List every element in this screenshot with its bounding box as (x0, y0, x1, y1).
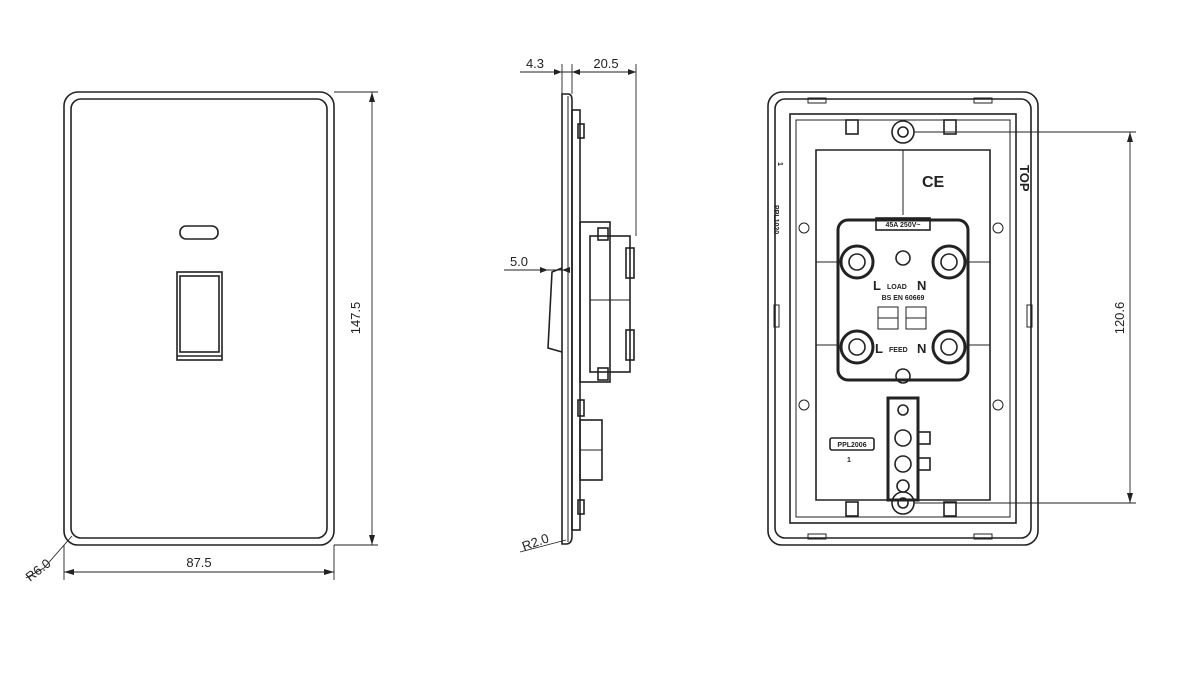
slot-bottom-right (973, 533, 993, 540)
slot-top-left (807, 97, 827, 104)
earth-terminal-strip (886, 396, 920, 502)
earth-clip-2 (917, 457, 931, 471)
earth-screw-2 (894, 429, 912, 447)
earth-screw-3 (894, 455, 912, 473)
terminal-lower (625, 329, 635, 361)
back-view: 45A 250V~ L LOAD N BS EN 60669 L FEED N … (767, 91, 1136, 546)
front-plate-inner (70, 98, 328, 539)
clip-bottom-right (943, 501, 957, 517)
center-screw-upper (895, 250, 911, 266)
plate-thickness-label: 4.3 (526, 56, 544, 71)
terminal-load-l (839, 244, 875, 280)
load-text: LOAD (887, 284, 907, 291)
front-plate-outer (63, 91, 335, 546)
terminal-load-l-screw (848, 253, 866, 271)
corner-radius-label: R6.0 (23, 556, 54, 585)
earth-screw-1 (897, 404, 909, 416)
mounting-screw-top-center (897, 126, 909, 138)
radius-leader (43, 535, 73, 569)
earth-clip-1 (917, 431, 931, 445)
slot-right (1026, 304, 1033, 328)
height-dim-label: 147.5 (348, 302, 363, 335)
width-dim-label: 87.5 (186, 555, 211, 570)
side-plate (561, 93, 573, 545)
mounting-frame-inner (795, 119, 1011, 518)
edge-radius-label: R2.0 (520, 530, 551, 553)
slot-top-right (973, 97, 993, 104)
slot-left (773, 304, 780, 328)
clip-top-left (845, 119, 859, 135)
rocker-profile (547, 267, 563, 353)
rocker-switch-outer (176, 271, 223, 361)
front-view: 147.5 87.5 R6.0 (23, 91, 378, 585)
terminal-load-n-screw (940, 253, 958, 271)
top-marker: TOP (1017, 165, 1032, 192)
rating-box (875, 217, 931, 231)
feed-l-label: L (875, 341, 883, 356)
mounting-screw-top (891, 120, 915, 144)
frame-hole-ur (992, 222, 1004, 234)
lower-clip (577, 399, 585, 417)
terminal-feed-n (931, 329, 967, 365)
center-screw-lower (895, 368, 911, 384)
clip-bottom-left (845, 501, 859, 517)
load-n-label: N (917, 278, 926, 293)
depth-label: 20.5 (593, 56, 618, 71)
mounting-screw-bottom-center (897, 497, 909, 509)
side-screw-bottom (577, 499, 585, 515)
part-qty-label: 1 (847, 457, 851, 464)
back-plate-inner (774, 98, 1032, 539)
terminal-upper (625, 247, 635, 279)
side-number-label: 1 (776, 162, 783, 166)
frame-hole-lr (992, 399, 1004, 411)
terminal-feed-n-screw (940, 338, 958, 356)
load-l-label: L (873, 278, 881, 293)
side-back-frame (571, 109, 581, 531)
feed-n-label: N (917, 341, 926, 356)
edge-radius-leader (519, 539, 567, 553)
earth-symbol (896, 479, 910, 493)
radius-leader-tail (25, 567, 45, 579)
mounting-screw-bottom (891, 491, 915, 515)
terminal-load-n (931, 244, 967, 280)
rating-label: 45A 250V~ (886, 222, 921, 229)
clip-upper (597, 227, 609, 241)
side-screw-top (577, 123, 585, 139)
frame-hole-ll (798, 399, 810, 411)
switch-offset-label: 5.0 (510, 254, 528, 269)
part-label-box (829, 437, 875, 451)
part-number-label: PPL2006 (837, 442, 866, 449)
slot-bottom-left (807, 533, 827, 540)
switch-terminal-block (589, 235, 631, 373)
switch-housing (815, 149, 991, 501)
back-plate-outer (767, 91, 1039, 546)
side-code-label: PPL1020 (772, 205, 779, 234)
terminal-block (836, 218, 970, 382)
terminal-feed-l-screw (848, 338, 866, 356)
feed-text: FEED (889, 347, 908, 354)
indicator-led (179, 225, 219, 240)
standard-label: BS EN 60669 (882, 295, 925, 302)
frame-hole-ul (798, 222, 810, 234)
hole-spacing-label: 120.6 (1112, 302, 1127, 335)
clip-top-right (943, 119, 957, 135)
clip-lower (597, 367, 609, 381)
mounting-frame (789, 113, 1017, 524)
terminal-feed-l (839, 329, 875, 365)
switch-body (579, 221, 611, 383)
side-view: 4.3 20.5 5.0 R2.0 (504, 56, 637, 554)
rocker-switch-inner (179, 275, 220, 353)
ce-mark: CE (922, 174, 945, 191)
